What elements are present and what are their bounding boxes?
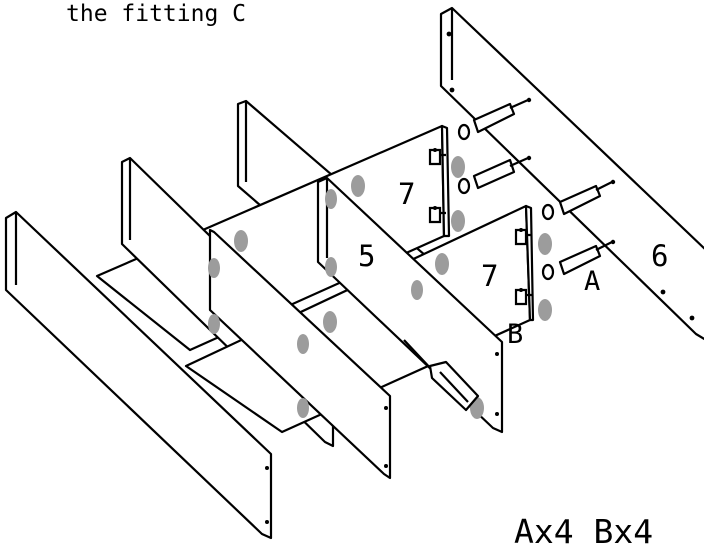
front-rail bbox=[208, 228, 392, 480]
label-panel-6: 6 bbox=[651, 239, 668, 273]
instruction-text: the fitting C bbox=[66, 1, 246, 27]
cam-lock-icon bbox=[428, 148, 446, 166]
cam-markers bbox=[208, 156, 552, 419]
label-panel-7-lower: 7 bbox=[481, 259, 498, 293]
front-side-panel bbox=[4, 210, 273, 540]
dowel-icon bbox=[457, 155, 532, 195]
dowel-icon bbox=[541, 179, 616, 221]
dowel-icon bbox=[457, 97, 532, 141]
label-fitting-b: B bbox=[507, 319, 523, 350]
label-panel-7-upper: 7 bbox=[398, 177, 415, 211]
cam-lock-fittings bbox=[428, 148, 532, 306]
dowel-fittings bbox=[457, 97, 616, 281]
screwdriver-icon bbox=[403, 339, 480, 412]
cam-lock-icon bbox=[428, 206, 446, 224]
dowel-icon bbox=[541, 239, 616, 281]
cam-lock-icon bbox=[514, 288, 532, 306]
cam-lock-icon bbox=[514, 228, 532, 246]
panel-6 bbox=[439, 6, 704, 341]
quantity-text: Ax4 Bx4 bbox=[514, 512, 653, 547]
label-panel-5: 5 bbox=[358, 239, 375, 273]
front-divider bbox=[316, 176, 504, 434]
label-fitting-a: A bbox=[584, 266, 600, 297]
